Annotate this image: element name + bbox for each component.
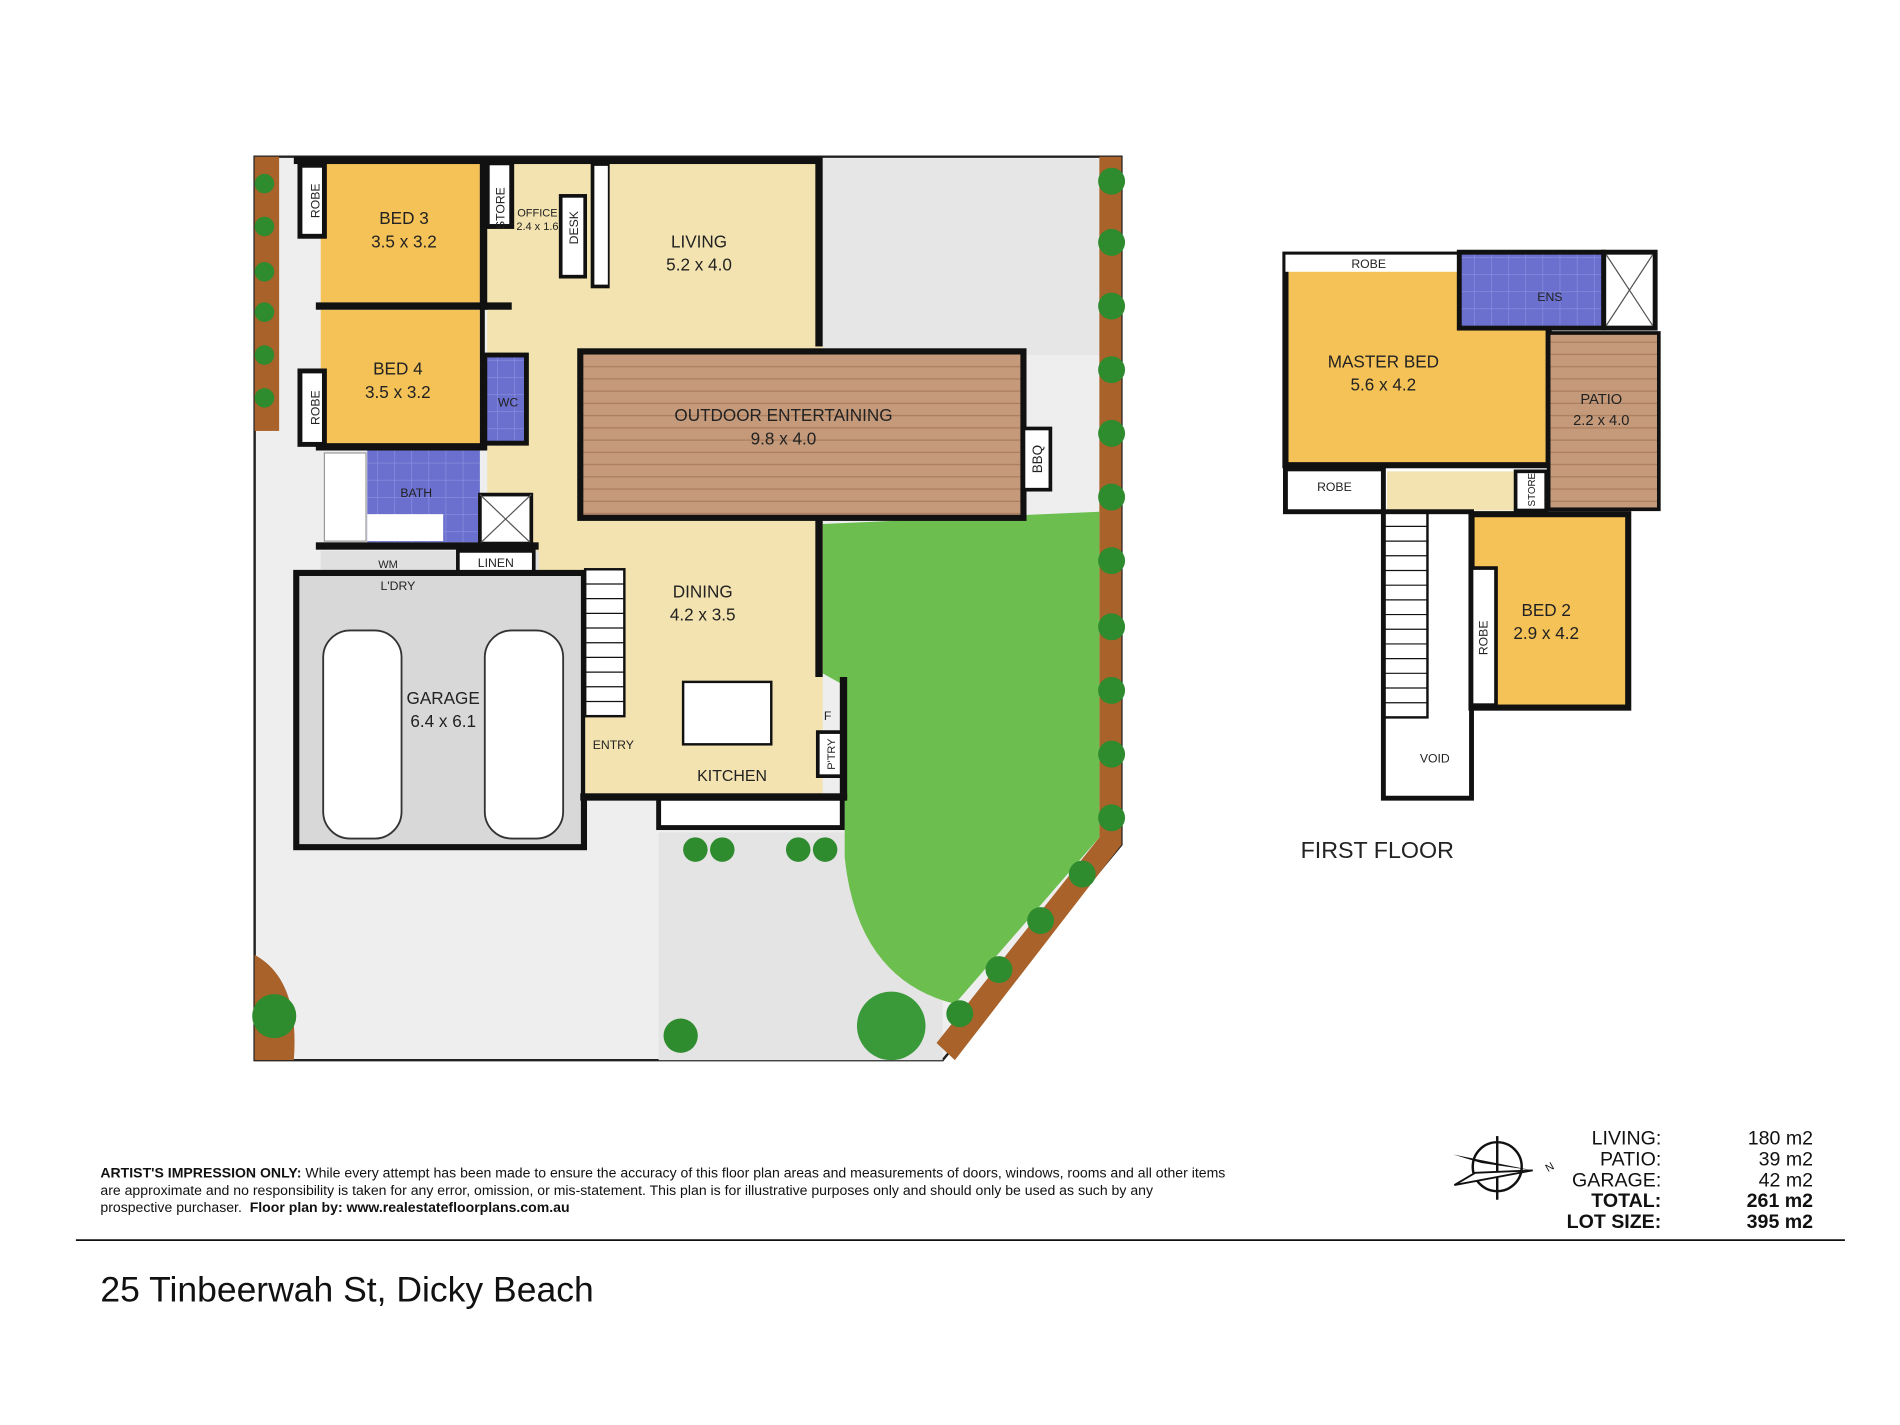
pantry-label: P'TRY bbox=[826, 738, 838, 770]
compass-icon: N bbox=[1453, 1136, 1556, 1200]
robe-bed2 bbox=[1469, 566, 1498, 707]
store-label-ff: STORE bbox=[1527, 472, 1538, 506]
area-value: 42 m2 bbox=[1759, 1169, 1813, 1191]
room-bed3 bbox=[320, 162, 480, 303]
wall-joinery bbox=[590, 162, 612, 289]
void-label: VOID bbox=[1420, 752, 1450, 766]
robe-top bbox=[1285, 254, 1460, 272]
disclaimer-line-2: are approximate and no responsibility is… bbox=[100, 1182, 1153, 1198]
lawn bbox=[822, 511, 1100, 1004]
wc-label: WC bbox=[498, 395, 519, 409]
robe-bed3 bbox=[297, 162, 327, 239]
room-ensuite bbox=[1456, 249, 1607, 331]
entry-label: ENTRY bbox=[593, 738, 634, 752]
office-dims: 2.4 x 1.6 bbox=[516, 221, 558, 233]
bathtub bbox=[323, 452, 367, 542]
ground-floor: BED 3 3.5 x 3.2 BED 4 3.5 x 3.2 ROBE ROB… bbox=[252, 155, 1126, 1062]
bed2-label: BED 2 bbox=[1521, 600, 1571, 620]
area-value: 395 m2 bbox=[1747, 1211, 1814, 1233]
master-bed-dims: 5.6 x 4.2 bbox=[1351, 375, 1417, 395]
robe-label: ROBE bbox=[309, 183, 323, 218]
walls bbox=[293, 156, 848, 801]
bed3-label: BED 3 bbox=[379, 208, 429, 228]
robe-top-label: ROBE bbox=[1351, 257, 1386, 271]
store-label: STORE bbox=[493, 187, 507, 229]
shrubs bbox=[252, 167, 1126, 1061]
room-living bbox=[609, 162, 821, 347]
room-patio bbox=[1546, 331, 1661, 512]
outdoor-dims: 9.8 x 4.0 bbox=[751, 428, 817, 448]
dining-label: DINING bbox=[673, 581, 733, 601]
dining-dims: 4.2 x 3.5 bbox=[670, 605, 736, 625]
bbq bbox=[1021, 426, 1053, 492]
staircase-ff bbox=[1382, 510, 1429, 719]
kitchen-island bbox=[681, 680, 773, 746]
first-floor-title: FIRST FLOOR bbox=[1301, 837, 1454, 863]
robe-bed2-label: ROBE bbox=[1476, 620, 1490, 655]
wm-label: WM bbox=[378, 559, 398, 571]
robe-bottom bbox=[1282, 466, 1386, 515]
landing bbox=[1387, 471, 1516, 511]
first-floor: ROBE ENS MASTER BED 5.6 x 4.2 PATIO 2.2 … bbox=[1282, 249, 1661, 863]
living-label: LIVING bbox=[671, 231, 727, 251]
master-bed-label: MASTER BED bbox=[1328, 351, 1439, 371]
bed4-label: BED 4 bbox=[373, 359, 423, 379]
bed3-dims: 3.5 x 3.2 bbox=[371, 231, 437, 251]
car-icon bbox=[322, 629, 565, 840]
area-label: PATIO: bbox=[1600, 1148, 1661, 1170]
bbq-label: BBQ bbox=[1030, 445, 1045, 473]
area-value: 261 m2 bbox=[1747, 1190, 1814, 1212]
patio-dims: 2.2 x 4.0 bbox=[1573, 413, 1629, 429]
garage-label: GARAGE bbox=[407, 688, 480, 708]
area-label: LIVING: bbox=[1592, 1128, 1662, 1150]
bath-label: BATH bbox=[400, 486, 432, 500]
garage-dims: 6.4 x 6.1 bbox=[410, 711, 476, 731]
bed2-dims: 2.9 x 4.2 bbox=[1513, 623, 1579, 643]
area-label: TOTAL: bbox=[1591, 1190, 1661, 1212]
area-value: 39 m2 bbox=[1759, 1148, 1813, 1170]
patio-label: PATIO bbox=[1580, 392, 1622, 408]
desk bbox=[558, 194, 588, 279]
desk-label: DESK bbox=[567, 210, 581, 244]
staircase bbox=[583, 568, 626, 718]
kitchen-bench bbox=[656, 795, 845, 831]
area-label: LOT SIZE: bbox=[1567, 1211, 1662, 1233]
disclaimer-line-1: ARTIST'S IMPRESSION ONLY: While every at… bbox=[100, 1165, 1225, 1181]
gravel-rear bbox=[822, 159, 1100, 356]
kitchen-label: KITCHEN bbox=[697, 768, 767, 785]
room-bed4 bbox=[320, 309, 480, 446]
disclaimer-line-3: prospective purchaser. Floor plan by: ww… bbox=[100, 1199, 569, 1215]
garden-bed-left bbox=[254, 156, 280, 431]
property-address: 25 Tinbeerwah St, Dicky Beach bbox=[100, 1269, 593, 1309]
office-label: OFFICE bbox=[517, 208, 557, 220]
ensuite-label: ENS bbox=[1537, 290, 1562, 304]
area-label: GARAGE: bbox=[1572, 1169, 1661, 1191]
linen-label: LINEN bbox=[478, 556, 514, 570]
vanity bbox=[367, 514, 444, 542]
robe-label: ROBE bbox=[309, 390, 323, 425]
store-cupboard-ff bbox=[1513, 469, 1549, 513]
robe-bottom-label: ROBE bbox=[1317, 480, 1352, 494]
outdoor-label: OUTDOOR ENTERTAINING bbox=[674, 405, 892, 425]
laundry-label: L'DRY bbox=[380, 579, 415, 593]
compass-north-label: N bbox=[1544, 1161, 1557, 1175]
bed4-dims: 3.5 x 3.2 bbox=[365, 382, 431, 402]
area-value: 180 m2 bbox=[1748, 1128, 1813, 1150]
fridge-label: F bbox=[824, 709, 831, 723]
living-dims: 5.2 x 4.0 bbox=[666, 255, 732, 275]
room-outdoor-entertaining bbox=[577, 348, 1027, 521]
robe-bed4 bbox=[297, 368, 327, 447]
area-summary: LIVING: 180 m2 PATIO: 39 m2 GARAGE: 42 m… bbox=[1567, 1128, 1814, 1233]
